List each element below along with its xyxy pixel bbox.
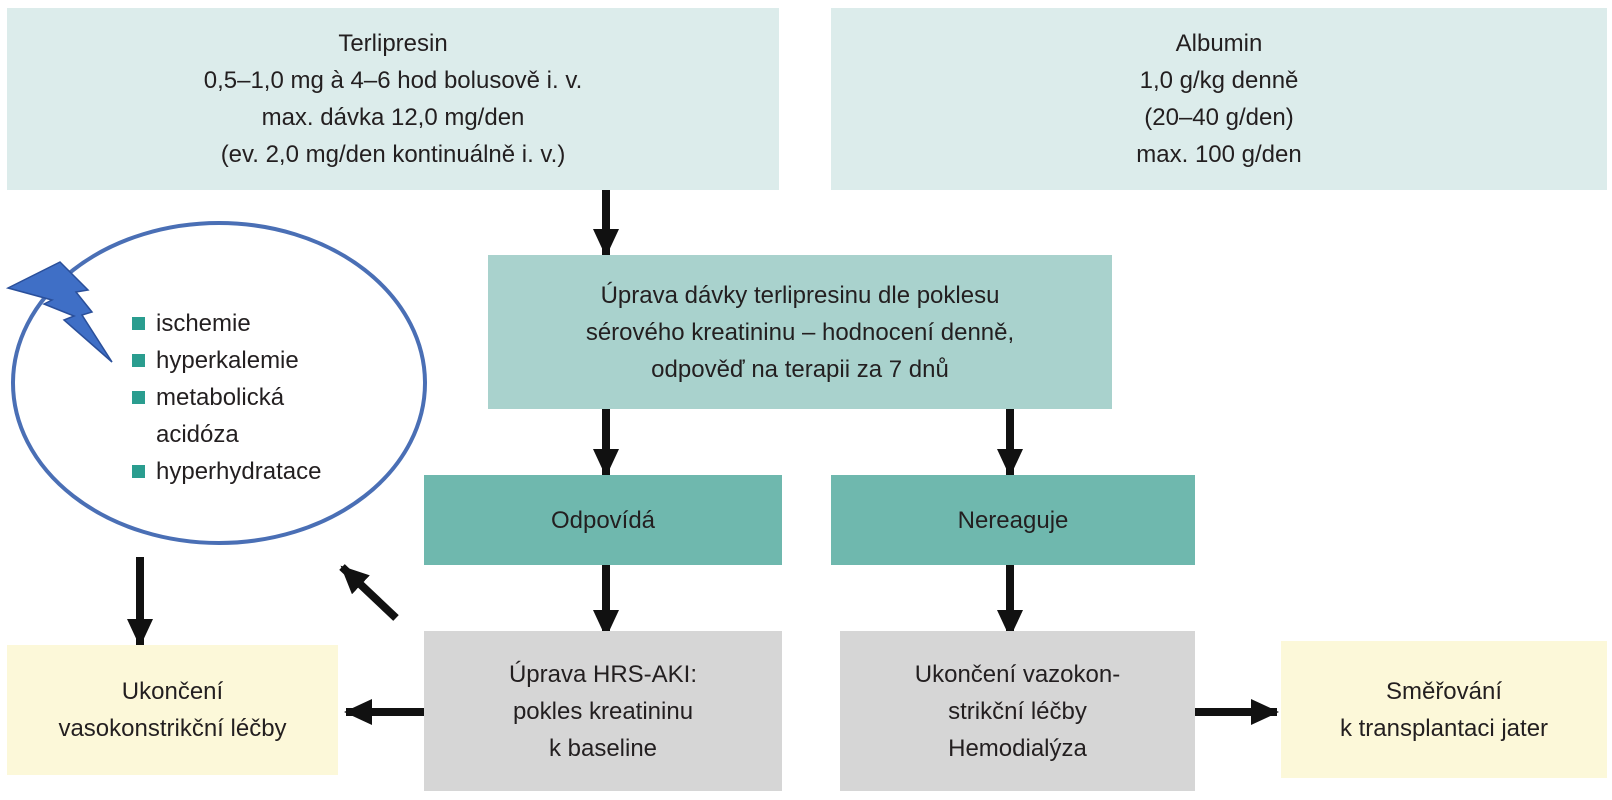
responds-box: Odpovídá [424,475,782,565]
stop-dialysis-line: strikční léčby [948,697,1087,725]
risk-label: hyperkalemie [156,347,299,374]
responds-label: Odpovídá [550,506,656,534]
risk-label: metabolická [156,384,285,411]
arrow-hrs-to-ellipse [339,564,399,621]
risk-list: ischemie hyperkalemie metabolická acidóz… [130,305,321,490]
transplant-line: k transplantaci jater [1339,714,1549,742]
hrs-aki-line: pokles kreatininu [512,697,694,725]
albumin-line: (20–40 g/den) [1144,104,1294,131]
transplant-line: Směřování [1385,677,1503,705]
list-item: hyperhydratace [130,453,321,490]
transplant-referral-box: Směřování k transplantaci jater [1281,641,1607,778]
risk-label: acidóza [156,421,239,448]
albumin-line: Albumin [1175,30,1263,57]
square-bullet-icon [132,317,145,330]
dose-adjustment-line: odpověď na terapii za 7 dnů [651,355,949,383]
stop-dialysis-line: Ukončení vazokon- [914,660,1121,688]
square-bullet-icon [132,465,145,478]
lightning-icon [5,261,113,363]
square-bullet-icon [132,354,145,367]
square-bullet-icon [132,391,145,404]
stop-dialysis-line: Hemodialýza [948,734,1087,762]
dose-adjustment-line: Úprava dávky terlipresinu dle poklesu [600,281,1000,309]
no-response-box: Nereaguje [831,475,1195,565]
terlipresin-line: max. dávka 12,0 mg/den [261,104,525,131]
dose-adjustment-box: Úprava dávky terlipresinu dle poklesu sé… [488,255,1112,409]
terlipresin-line: 0,5–1,0 mg à 4–6 hod bolusově i. v. [203,67,583,94]
terlipresin-line: Terlipresin [338,30,448,57]
risk-label: hyperhydratace [156,458,322,485]
stop-vaso-line: Ukončení [121,678,224,705]
albumin-line: max. 100 g/den [1136,141,1302,168]
terlipresin-line: (ev. 2,0 mg/den kontinuálně i. v.) [220,141,566,168]
risk-ellipse [11,221,427,545]
terlipresin-box: Terlipresin 0,5–1,0 mg à 4–6 hod bolusov… [7,8,779,190]
albumin-line: 1,0 g/kg denně [1139,67,1299,94]
albumin-box: Albumin 1,0 g/kg denně (20–40 g/den) max… [831,8,1607,190]
list-item: metabolická acidóza [130,379,321,453]
risk-label: ischemie [156,310,251,337]
no-response-label: Nereaguje [957,506,1069,534]
stop-vasoconstriction-dialysis-box: Ukončení vazokon- strikční léčby Hemodia… [840,631,1195,791]
stop-vasoconstriction-box: Ukončení vasokonstrikční léčby [7,645,338,775]
dose-adjustment-line: sérového kreatininu – hodnocení denně, [585,318,1015,346]
hrs-aki-resolution-box: Úprava HRS-AKI: pokles kreatininu k base… [424,631,782,791]
hrs-aki-line: Úprava HRS-AKI: [508,660,698,688]
list-item: hyperkalemie [130,342,321,379]
stop-vaso-line: vasokonstrikční léčby [58,715,287,742]
list-item: ischemie [130,305,321,342]
hrs-aki-line: k baseline [548,734,658,762]
